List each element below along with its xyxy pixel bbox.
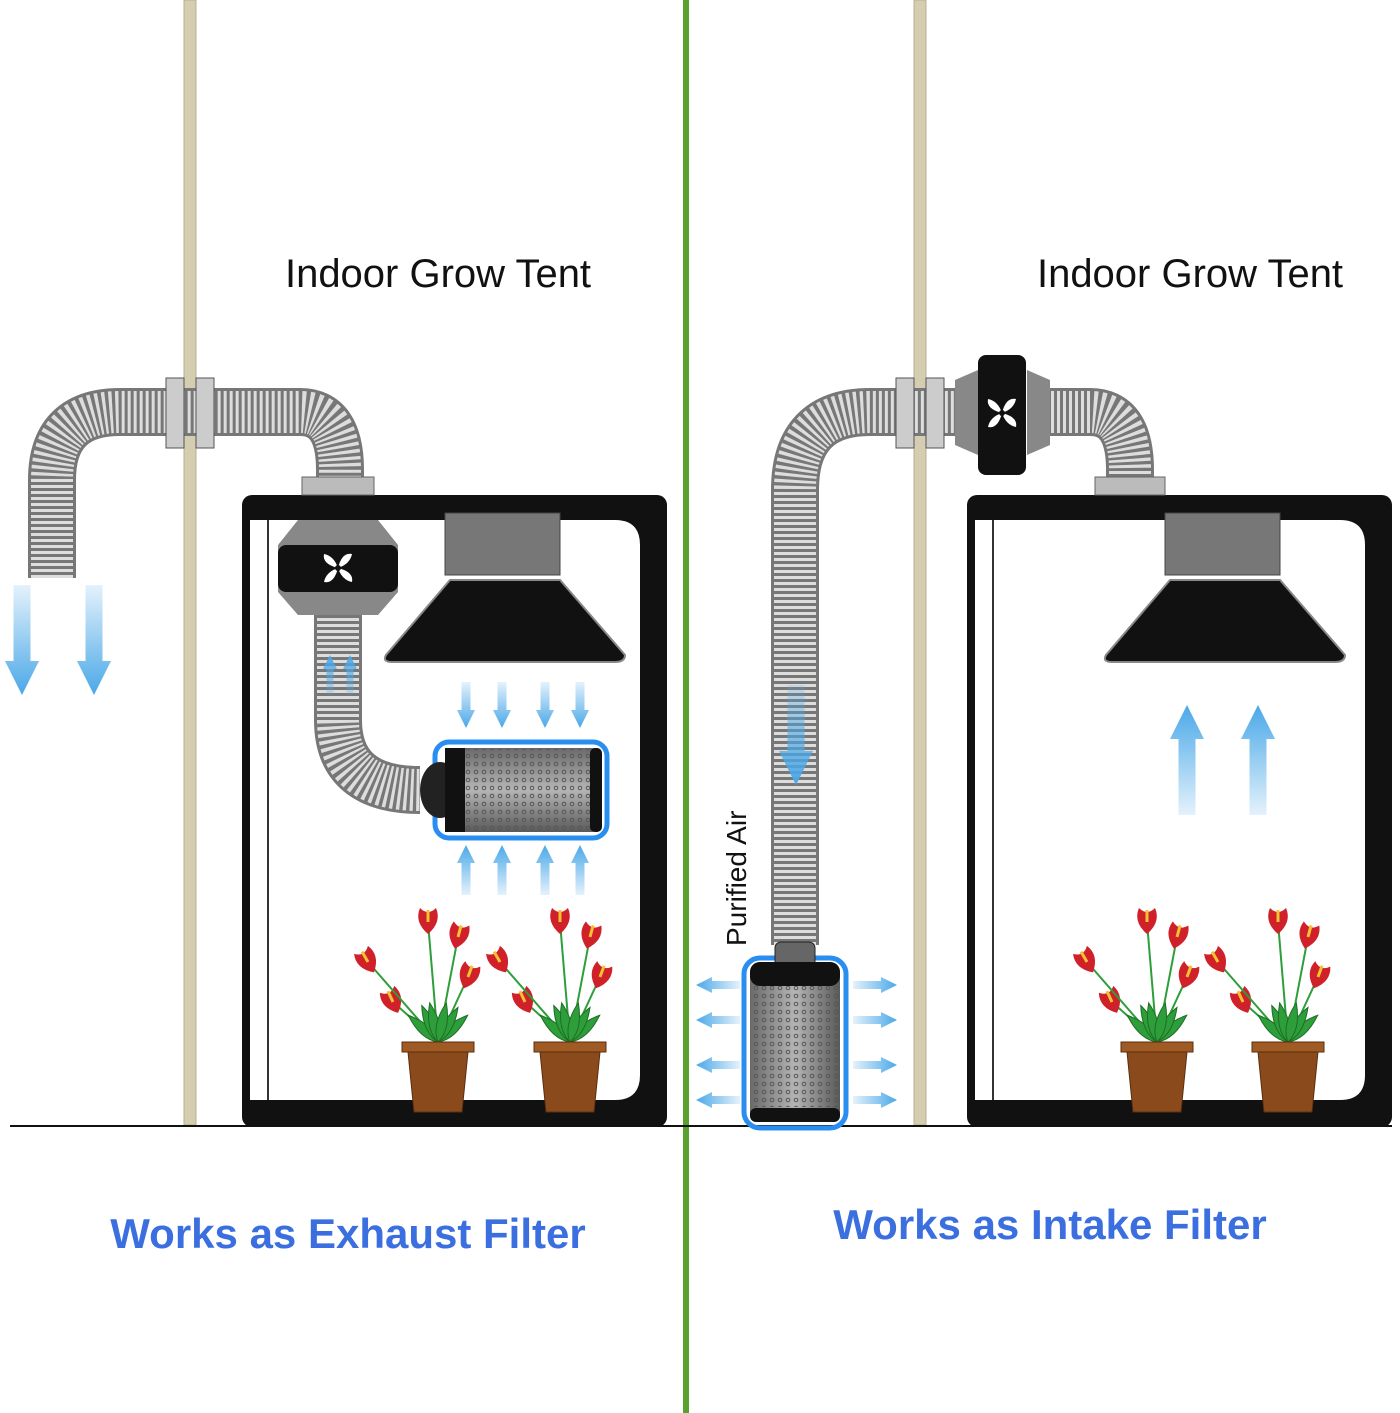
tent-pole-left [183, 0, 197, 1126]
airflow-arrow-icon [536, 845, 554, 895]
airflow-arrow-icon [779, 685, 813, 785]
plant-icon [1204, 908, 1331, 1113]
plant-icon [354, 908, 481, 1113]
purified-air-label: Purified Air [721, 811, 752, 946]
plant-icon [486, 908, 613, 1113]
airflow-arrow-icon [1241, 705, 1275, 815]
airflow-arrow-icon [696, 977, 740, 993]
fan-icon [987, 398, 1017, 428]
airflow-arrow-icon [5, 585, 39, 695]
fan-icon [323, 553, 353, 583]
plant-icon [1073, 908, 1200, 1113]
airflow-arrow-icon [696, 1092, 740, 1108]
airflow-arrow-icon [696, 1057, 740, 1073]
airflow-arrow-icon [853, 1057, 897, 1073]
plants [354, 908, 1331, 1113]
inline-fan-left [278, 520, 398, 615]
airflow-arrow-icon [571, 682, 589, 728]
carbon-filter-left [420, 739, 610, 841]
tent-pole-right [913, 0, 927, 1126]
airflow-arrow-icon [457, 845, 475, 895]
airflow-arrow-icon [77, 585, 111, 695]
airflow-arrow-icon [853, 977, 897, 993]
duct-right-intake [771, 377, 1166, 945]
airflow-arrow-icon [853, 1012, 897, 1028]
airflow-arrow-icon [493, 682, 511, 728]
airflow-arrow-icon [536, 682, 554, 728]
airflow-arrow-icon [457, 682, 475, 728]
inline-fan-right [955, 355, 1050, 475]
carbon-filter-right [741, 941, 849, 1131]
airflow-arrow-icon [571, 845, 589, 895]
airflow-arrow-icon [1170, 705, 1204, 815]
caption-exhaust-filter: Works as Exhaust Filter [110, 1210, 585, 1257]
tent-title-right: Indoor Grow Tent [1037, 252, 1343, 296]
airflow-arrow-icon [493, 845, 511, 895]
airflow-arrow-icon [323, 655, 337, 695]
panel-divider [683, 0, 689, 1413]
caption-intake-filter: Works as Intake Filter [833, 1201, 1266, 1248]
duct-left-exhaust [28, 377, 421, 814]
grow-light-hood-left [383, 512, 627, 663]
grow-light-hood-right [1103, 512, 1347, 663]
tent-title-left: Indoor Grow Tent [285, 252, 591, 296]
airflow-arrow-icon [853, 1092, 897, 1108]
airflow-arrow-icon [696, 1012, 740, 1028]
airflow-arrows [5, 585, 1275, 1108]
airflow-arrow-icon [343, 655, 357, 695]
